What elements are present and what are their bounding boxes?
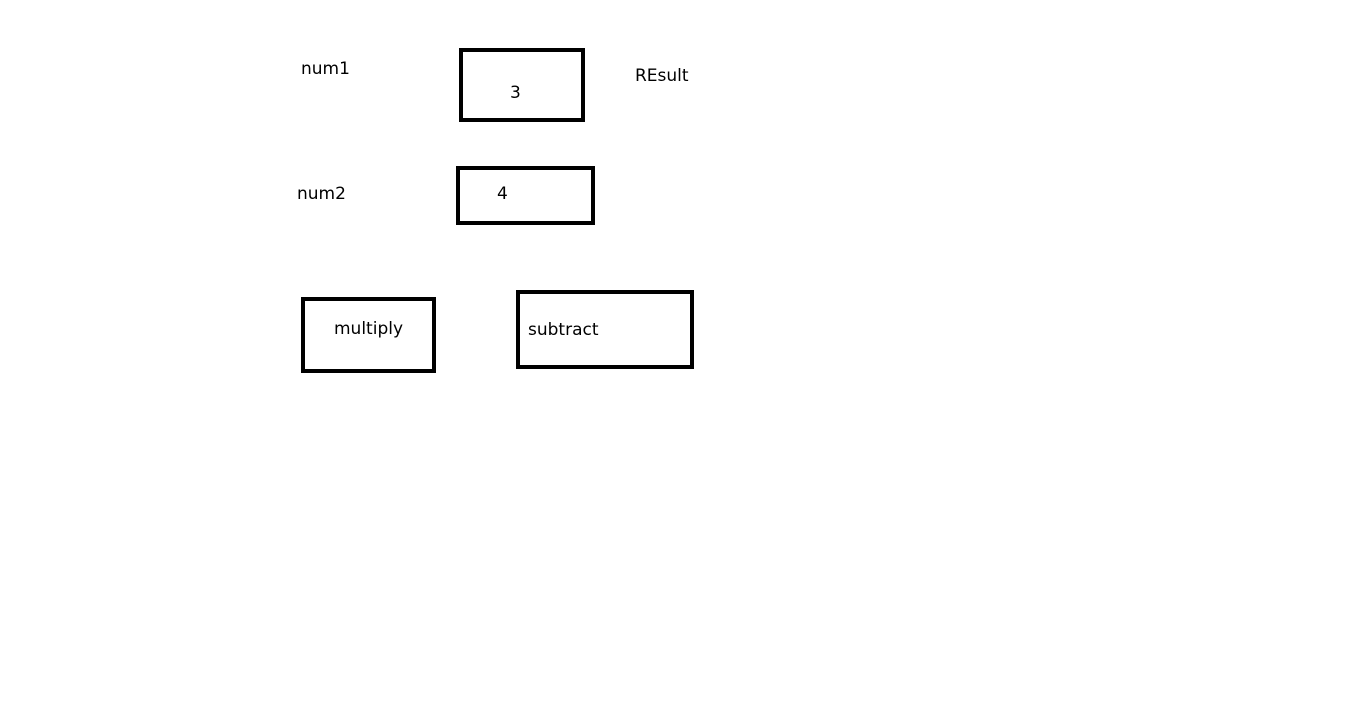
subtract-button[interactable]: subtract	[516, 290, 694, 369]
result-label: REsult	[635, 66, 689, 86]
num2-value: 4	[497, 184, 508, 204]
multiply-button-label: multiply	[334, 319, 404, 339]
num1-input[interactable]: 3	[459, 48, 585, 122]
num1-value: 3	[510, 83, 521, 103]
num1-label: num1	[301, 59, 350, 79]
multiply-button[interactable]: multiply	[301, 297, 436, 373]
num2-label: num2	[297, 184, 346, 204]
num2-input[interactable]: 4	[456, 166, 595, 225]
subtract-button-label: subtract	[528, 320, 599, 340]
